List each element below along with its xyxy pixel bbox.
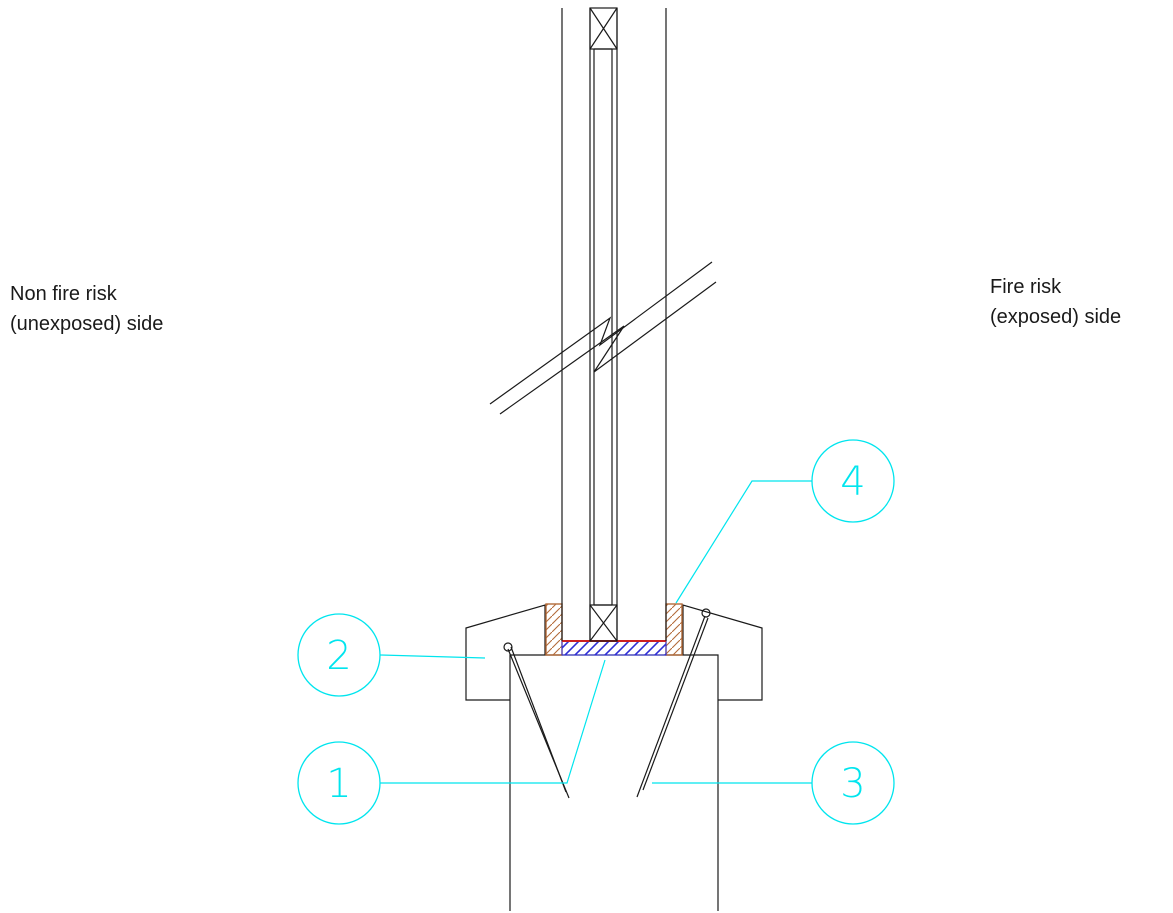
pin-head-right	[701, 608, 711, 618]
glazing-pins	[503, 608, 711, 799]
unexposed-side-line1: Non fire risk	[10, 283, 117, 305]
exposed-side-label: Fire risk (exposed) side	[990, 272, 1121, 332]
leader-lines	[379, 480, 812, 784]
exposed-side-line1: Fire risk	[990, 276, 1062, 298]
glazing-beads	[465, 604, 763, 701]
setting-block	[561, 640, 667, 656]
callout-4: 4	[811, 439, 895, 523]
leader-2	[379, 654, 486, 659]
callout-2-number: 2	[326, 633, 351, 679]
callout-4-number: 4	[840, 459, 865, 505]
strip-right	[665, 603, 683, 656]
leader-4	[675, 480, 812, 604]
callout-1-number: 1	[326, 761, 351, 807]
callout-2: 2	[297, 613, 381, 697]
unexposed-side-line2: (unexposed) side	[10, 313, 164, 335]
callout-1: 1	[297, 741, 381, 825]
strip-left	[545, 603, 563, 656]
bead-right	[682, 604, 763, 701]
callout-3-number: 3	[840, 761, 865, 807]
intumescent-strips	[545, 603, 683, 656]
leader-1	[380, 659, 606, 784]
exposed-side-line2: (exposed) side	[990, 306, 1122, 328]
bead-left	[465, 604, 546, 701]
unexposed-side-label: Non fire risk (unexposed) side	[10, 279, 163, 339]
break-symbol	[489, 261, 717, 415]
pin-head-left	[503, 642, 513, 652]
glass-pane	[561, 7, 667, 642]
callout-3: 3	[811, 741, 895, 825]
